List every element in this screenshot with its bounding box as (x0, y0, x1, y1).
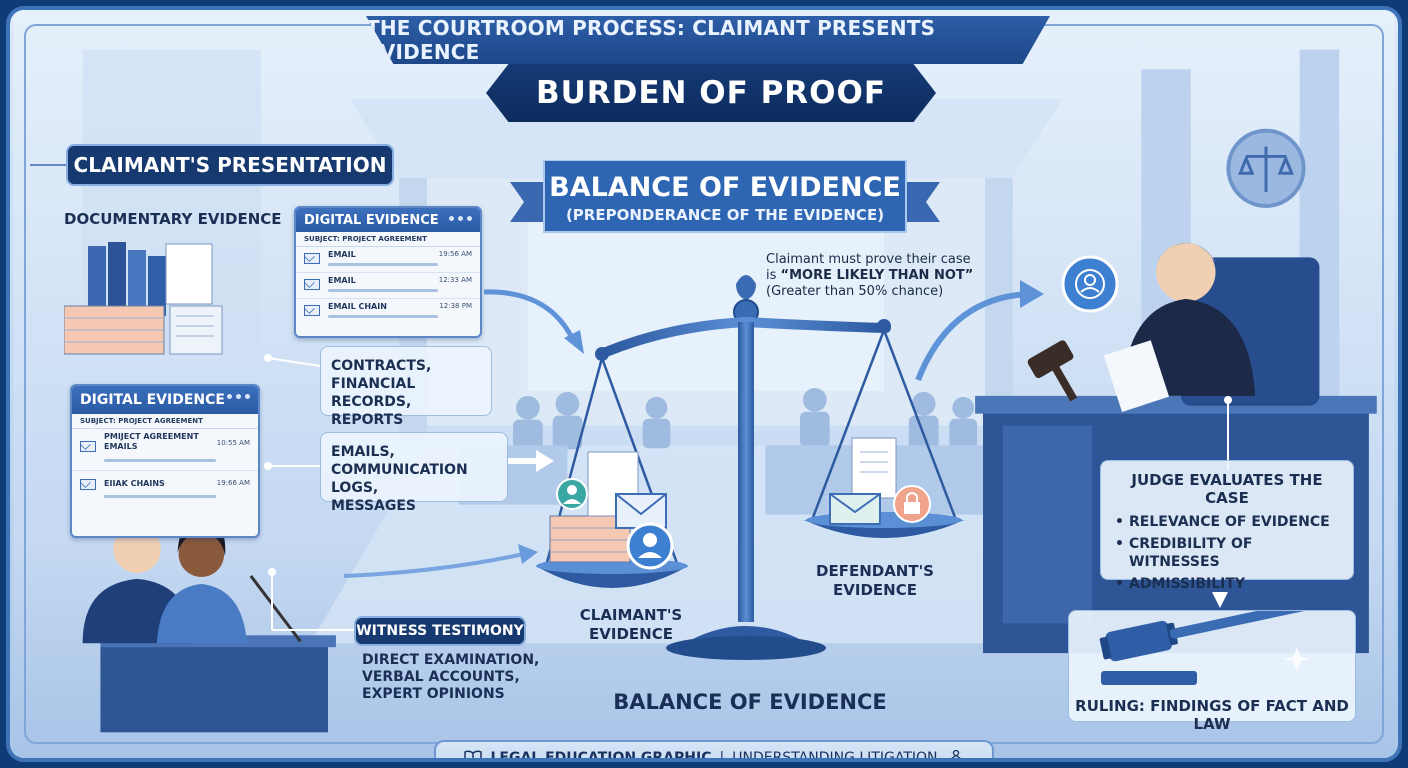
email-time: 19:66 AM (216, 479, 250, 487)
communications-callout: EMAILS, COMMUNICATION LOGS, MESSAGES (320, 432, 508, 514)
witness-details: DIRECT EXAMINATION, VERBAL ACCOUNTS, EXP… (362, 652, 539, 703)
email-time: 10:55 AM (216, 439, 250, 447)
email-row: EMAIL CHAIN 12:38 PM (296, 299, 480, 325)
witness-detail: EXPERT OPINIONS (362, 686, 505, 702)
email-name: PMIJECT AGREEMENT EMAILS (104, 432, 199, 451)
callout-line: CONTRACTS, (331, 358, 432, 374)
arrow-to-scale-top (483, 289, 584, 354)
email-time: 12:38 PM (439, 302, 472, 310)
balance-ribbon-subtitle: (PREPONDERANCE OF THE EVIDENCE) (565, 206, 885, 224)
balance-ribbon (510, 160, 940, 233)
email-name: EMAIL (328, 276, 356, 285)
footer-left-text: LEGAL EDUCATION GRAPHIC (490, 750, 712, 762)
documents-stack-illustration (64, 242, 223, 355)
down-arrow-icon (1212, 592, 1228, 608)
standard-line: Claimant must prove their case (766, 252, 971, 267)
standard-line: (Greater than 50% chance) (766, 284, 944, 299)
witness-testimony-title: WITNESS TESTIMONY (354, 616, 526, 646)
envelope-icon (304, 279, 320, 290)
defendant-evidence-label: DEFENDANT'S EVIDENCE (800, 562, 950, 600)
standard-emphasis: “MORE LIKELY THAN NOT” (780, 268, 974, 283)
pan-label-line: CLAIMANT'S (579, 606, 683, 624)
window-header: DIGITAL EVIDENCE (296, 208, 480, 232)
infographic-frame: THE COURTROOM PROCESS: CLAIMANT PRESENTS… (6, 6, 1402, 762)
email-row: EMAIL 19:56 AM (296, 247, 480, 273)
balance-ribbon-title: BALANCE OF EVIDENCE (549, 172, 901, 203)
window-title: DIGITAL EVIDENCE (80, 392, 225, 408)
pan-label-line: EVIDENCE (589, 625, 673, 643)
judge-panel-title: JUDGE EVALUATES THE CASE (1131, 471, 1323, 507)
standard-of-proof-text: Claimant must prove their case is “MORE … (766, 252, 973, 300)
callout-line: MESSAGES (331, 498, 417, 514)
email-row: EMAIL 12:33 AM (296, 273, 480, 299)
claimant-evidence-label: CLAIMANT'S EVIDENCE (556, 606, 706, 644)
title-banner: BURDEN OF PROOF (486, 64, 936, 122)
network-icon (950, 750, 961, 758)
callout-line: EMAILS, (331, 444, 395, 460)
footer-bar: LEGAL EDUCATION GRAPHIC | UNDERSTANDING … (434, 740, 994, 762)
window-dots (449, 216, 472, 221)
arrow-to-scale-bottom (343, 544, 538, 578)
witness-title-text: WITNESS TESTIMONY (356, 623, 524, 639)
pan-label-line: EVIDENCE (833, 581, 917, 599)
email-subject: SUBJECT: PROJECT AGREEMENT (296, 232, 480, 247)
email-time: 12:33 AM (438, 276, 472, 284)
claimant-section-title-text: CLAIMANT'S PRESENTATION (73, 153, 387, 177)
judge-connector (1224, 396, 1232, 470)
digital-evidence-window-top: DIGITAL EVIDENCE SUBJECT: PROJECT AGREEM… (294, 206, 482, 338)
callout-line: FINANCIAL RECORDS, (331, 376, 416, 410)
envelope-icon (80, 479, 96, 490)
email-name: EMAIL CHAIN (328, 302, 387, 311)
claimant-section-title: CLAIMANT'S PRESENTATION (66, 144, 394, 186)
documents-callout: CONTRACTS, FINANCIAL RECORDS, REPORTS (320, 346, 492, 428)
callout-connectors (264, 354, 321, 470)
ruling-panel: RULING: FINDINGS OF FACT AND LAW (1068, 610, 1356, 733)
witness-detail: VERBAL ACCOUNTS, (362, 669, 520, 685)
user-icon (1061, 255, 1119, 313)
witness-connector (268, 568, 354, 631)
callout-line: COMMUNICATION LOGS, (331, 462, 468, 496)
window-title: DIGITAL EVIDENCE (304, 212, 439, 228)
digital-evidence-window-left: DIGITAL EVIDENCE SUBJECT: PROJECT AGREEM… (70, 384, 260, 538)
email-name: EIIAK CHAINS (104, 479, 165, 488)
connector-line (30, 164, 70, 166)
email-row: PMIJECT AGREEMENT EMAILS 10:55 AM (72, 429, 258, 471)
documentary-evidence-label: DOCUMENTARY EVIDENCE (64, 210, 282, 228)
email-time: 19:56 AM (438, 250, 472, 258)
judge-criteria-list: RELEVANCE OF EVIDENCE CREDIBILITY OF WIT… (1113, 513, 1341, 593)
ruling-text: RULING: FINDINGS OF FACT AND LAW (1075, 697, 1349, 733)
footer-right-text: UNDERSTANDING LITIGATION (732, 750, 938, 762)
envelope-icon (304, 253, 320, 264)
standard-prefix: is (766, 268, 781, 283)
window-dots (227, 394, 250, 399)
judge-evaluation-panel: JUDGE EVALUATES THE CASE RELEVANCE OF EV… (1100, 460, 1354, 593)
arrow-to-scale-middle (508, 450, 554, 472)
balance-scale (536, 275, 964, 660)
pan-label-line: DEFENDANT'S (816, 562, 934, 580)
subtitle-text: THE COURTROOM PROCESS: CLAIMANT PRESENTS… (366, 16, 936, 64)
standard-line: is “MORE LIKELY THAN NOT” (766, 268, 973, 284)
envelope-icon (80, 441, 96, 452)
book-icon (463, 750, 482, 758)
callout-line: REPORTS (331, 412, 404, 428)
criterion-item: ADMISSIBILITY (1113, 575, 1341, 593)
window-header: DIGITAL EVIDENCE (72, 386, 258, 414)
page-title: BURDEN OF PROOF (535, 75, 887, 111)
email-row: EIIAK CHAINS 19:66 AM (72, 471, 258, 513)
courtroom-background (13, 10, 1395, 758)
email-subject: SUBJECT: PROJECT AGREEMENT (72, 414, 258, 429)
witness-detail: DIRECT EXAMINATION, (362, 652, 540, 668)
criterion-item: RELEVANCE OF EVIDENCE (1113, 513, 1341, 531)
email-name: EMAIL (328, 250, 356, 259)
envelope-icon (304, 305, 320, 316)
arrow-to-judge (915, 280, 1044, 382)
subtitle-banner: THE COURTROOM PROCESS: CLAIMANT PRESENTS… (366, 16, 1050, 64)
footer-separator: | (719, 750, 725, 762)
criterion-item: CREDIBILITY OF WITNESSES (1113, 535, 1341, 571)
gavel-icon (1099, 611, 1318, 685)
balance-bottom-label: BALANCE OF EVIDENCE (613, 690, 887, 714)
